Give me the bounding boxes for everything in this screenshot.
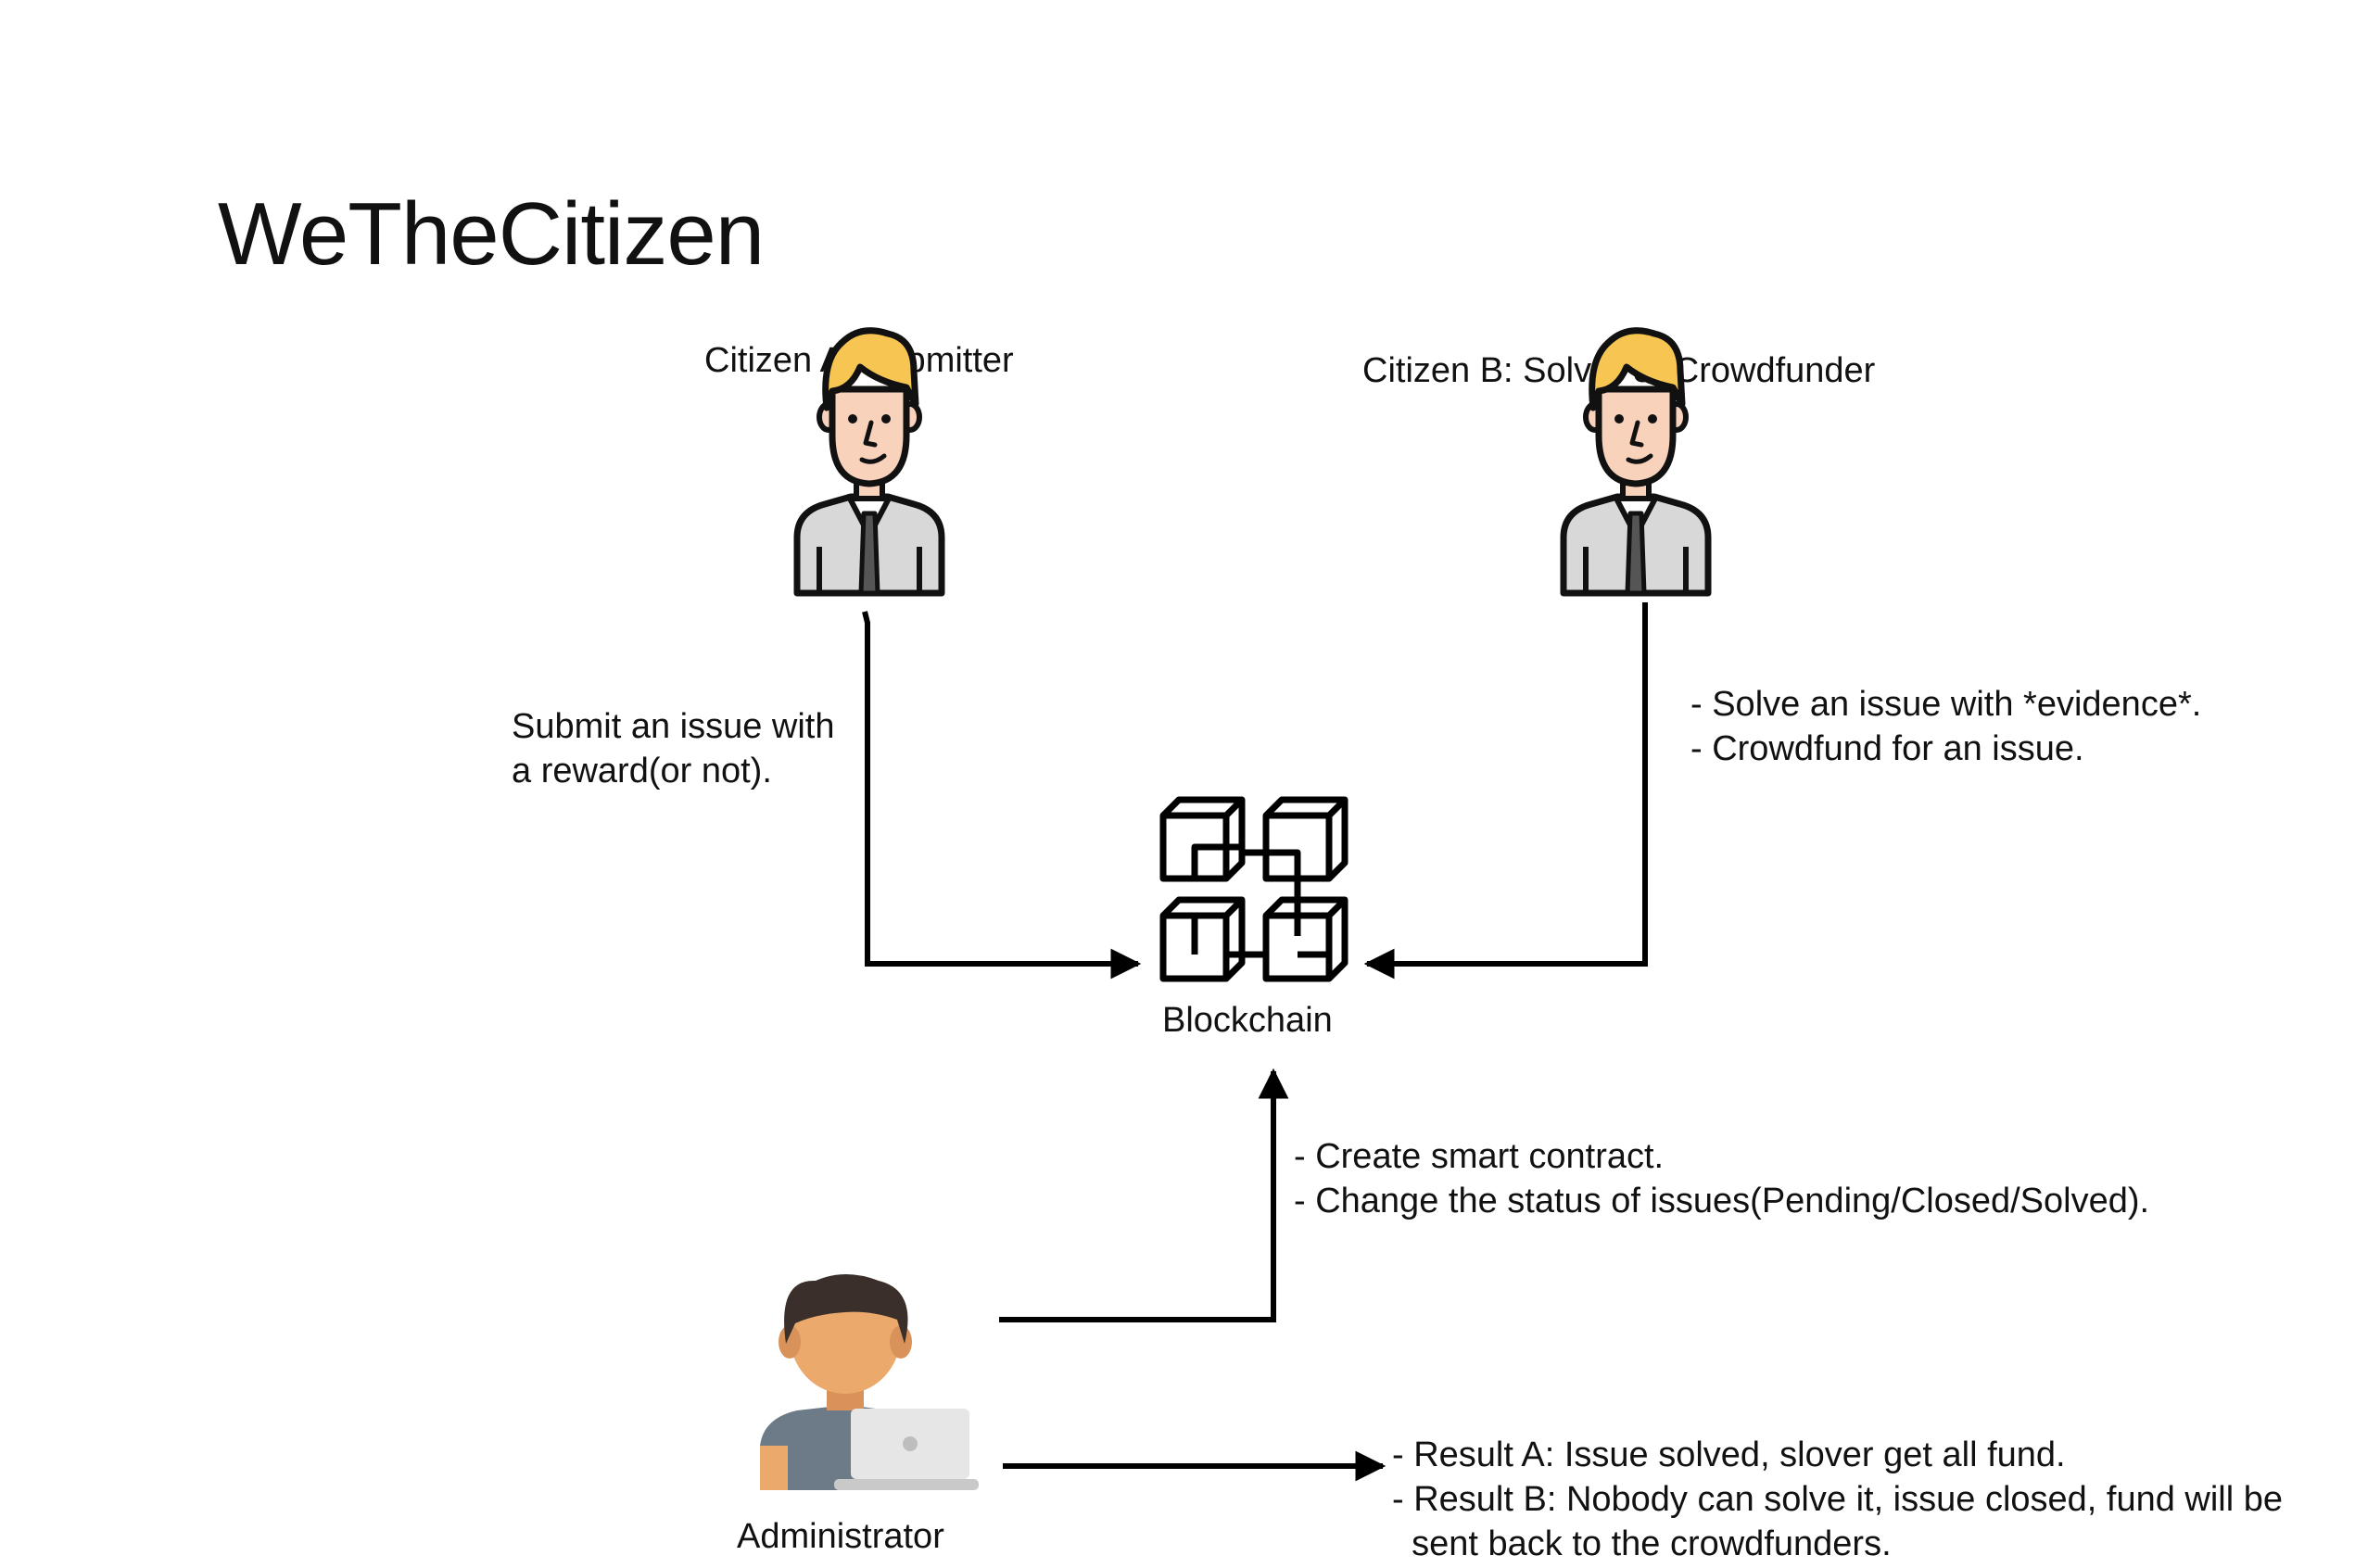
flow-line: a reward(or not). (512, 752, 772, 790)
flow-line: - Create smart contract. (1294, 1137, 1665, 1176)
admin-actions-text: - Create smart contract. - Change the st… (1294, 1134, 2149, 1223)
results-text: - Result A: Issue solved, slover get all… (1392, 1433, 2283, 1566)
flow-line: - Crowdfund for an issue. (1690, 729, 2084, 768)
result-line: - Result B: Nobody can solve it, issue c… (1392, 1480, 2284, 1519)
admin-laptop-icon (760, 1274, 979, 1490)
result-line: - Result A: Issue solved, slover get all… (1392, 1435, 2066, 1474)
blockchain-label: Blockchain (1162, 1001, 1333, 1040)
citizen-a-action-text: Submit an issue with a reward(or not). (512, 704, 835, 793)
blockchain-icon (1159, 796, 1348, 982)
flow-line: Submit an issue with (512, 707, 835, 746)
citizen-b-businessman-icon (1564, 331, 1708, 593)
arrow-citizen-b-to-blockchain (1363, 602, 1648, 980)
page-title: WeTheCitizen (218, 184, 765, 284)
arrow-admin-to-blockchain (999, 1068, 1289, 1322)
citizen-b-actions-text: - Solve an issue with *evidence*. - Crow… (1690, 682, 2201, 771)
arrow-citizen-a-to-blockchain (862, 611, 1142, 980)
administrator-label: Administrator (737, 1517, 944, 1556)
flow-line: - Solve an issue with *evidence*. (1690, 685, 2202, 724)
result-line: sent back to the crowdfunders. (1392, 1524, 1892, 1563)
citizen-a-businessman-icon (797, 331, 942, 593)
flow-line: - Change the status of issues(Pending/Cl… (1294, 1182, 2150, 1220)
